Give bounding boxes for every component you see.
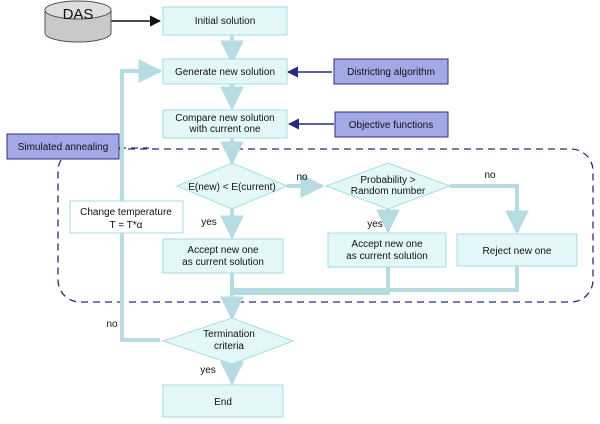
accept-left-line-1: Accept new one: [187, 245, 259, 256]
das-database-icon: DAS: [44, 0, 112, 43]
energy-decision: E(new) < E(current): [175, 162, 289, 210]
accept-right-line-2: as current solution: [346, 251, 428, 262]
termination-line-2: criteria: [214, 341, 244, 352]
edge-label-energy-no: no: [296, 172, 308, 183]
connector-probability-no-to-reject: [450, 184, 529, 235]
districting-algorithm-label: Districting algorithm: [347, 67, 435, 78]
districting-algorithm-box: Districting algorithm: [333, 58, 449, 85]
edge-label-probability-no: no: [484, 170, 496, 181]
das-label: DAS: [63, 6, 94, 23]
compare-box: Compare new solution with current one: [162, 109, 288, 139]
connector-reject-down: [232, 265, 519, 292]
objective-functions-box: Objective functions: [334, 111, 449, 138]
generate-new-solution-label: Generate new solution: [175, 67, 275, 78]
accept-left-line-2: as current solution: [182, 257, 264, 268]
end-label: End: [214, 397, 232, 408]
edge-label-termination-no: no: [106, 319, 118, 330]
change-temperature-line-2: T = T*α: [110, 220, 143, 231]
termination-decision: Termination criteria: [161, 317, 295, 365]
generate-new-solution-box: Generate new solution: [162, 58, 288, 85]
initial-solution-box: Initial solution: [162, 6, 288, 36]
objective-functions-label: Objective functions: [349, 120, 434, 131]
termination-line-1: Termination: [203, 329, 255, 340]
initial-solution-label: Initial solution: [195, 16, 256, 27]
probability-decision-line-2: Random number: [351, 186, 426, 197]
probability-decision-line-1: Probability >: [360, 175, 415, 186]
energy-decision-label: E(new) < E(current): [188, 182, 276, 193]
change-temperature-box: Change temperature T = T*α: [69, 200, 184, 234]
edge-label-termination-yes: yes: [200, 365, 216, 376]
simulated-annealing-label: Simulated annealing: [18, 142, 109, 153]
compare-line-2: with current one: [188, 124, 261, 135]
compare-line-1: Compare new solution: [175, 113, 275, 124]
accept-right-box: Accept new one as current solution: [327, 232, 447, 268]
accept-left-box: Accept new one as current solution: [162, 238, 284, 274]
simulated-annealing-box: Simulated annealing: [6, 133, 120, 160]
reject-box: Reject new one: [456, 233, 578, 267]
accept-right-line-1: Accept new one: [351, 239, 423, 250]
simulated-annealing-frame: [57, 148, 594, 303]
change-temperature-line-1: Change temperature: [80, 207, 172, 218]
end-box: End: [162, 384, 284, 418]
edge-label-energy-yes: yes: [201, 217, 217, 228]
connector-accept-right-down: [232, 266, 390, 295]
reject-label: Reject new one: [483, 246, 552, 257]
edge-label-probability-yes: yes: [367, 219, 383, 230]
probability-decision: Probability > Random number: [324, 162, 452, 210]
